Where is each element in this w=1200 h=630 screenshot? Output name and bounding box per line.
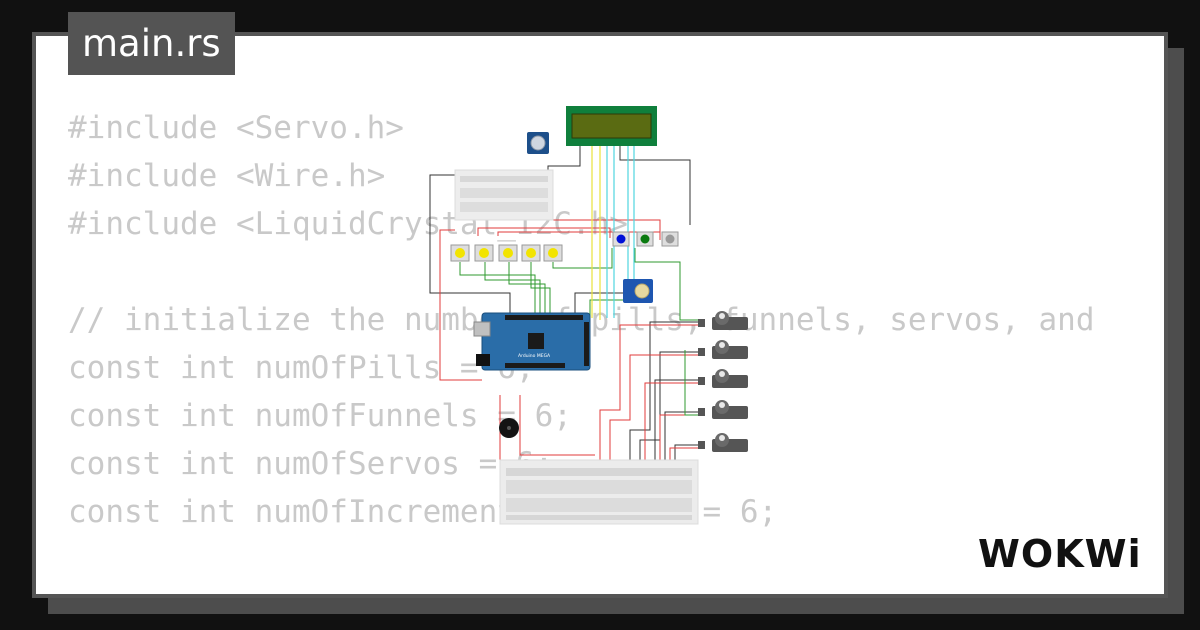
wire: [599, 324, 702, 470]
code-line: #include <Wire.h>: [68, 158, 386, 194]
board-label: Arduino MEGA: [518, 353, 551, 359]
wire: [530, 262, 551, 315]
color-buttons: [612, 231, 679, 247]
wire: [497, 231, 660, 236]
wire: [459, 262, 536, 315]
lcd-display: [566, 106, 657, 146]
wire: [644, 382, 702, 470]
wire: [619, 146, 691, 225]
wokwi-logo: WOKWi: [978, 532, 1142, 576]
code-line: #include <Servo.h>: [68, 110, 404, 146]
wire: [639, 351, 702, 470]
wire: [552, 248, 613, 269]
code-line: // define the pins for each funnel: [68, 584, 1095, 594]
wire: [477, 227, 611, 238]
logo-text: WOKWi: [978, 532, 1142, 576]
upper-breadboard: [454, 169, 554, 221]
yellow-buttons: [450, 244, 563, 262]
code-line: #include <LiquidCrystal_I2C.h>: [68, 206, 628, 242]
rtc-module: [623, 279, 653, 303]
servo: [698, 311, 748, 330]
wire: [519, 395, 595, 456]
potentiometer: [527, 132, 549, 154]
file-tab[interactable]: main.rs: [68, 12, 235, 75]
servo: [698, 400, 748, 419]
lower-breadboard: [499, 459, 699, 525]
wire: [634, 248, 702, 321]
wire: [684, 350, 702, 416]
wire: [609, 354, 702, 470]
wire: [439, 229, 482, 381]
buzzer: [499, 418, 519, 438]
wire: [429, 174, 511, 330]
servo: [698, 340, 748, 359]
servo: [698, 369, 748, 388]
wire: [508, 262, 546, 315]
code-background: #include <Servo.h> #include <Wire.h> #incl…: [68, 104, 1095, 594]
servo: [698, 433, 748, 452]
wire: [484, 262, 541, 315]
code-line: const int numOfFunnels = 6;: [68, 398, 572, 434]
arduino-mega: Arduino MEGA: [473, 312, 591, 371]
code-line: const int numOfPills = 6;: [68, 350, 535, 386]
servos: [698, 311, 748, 452]
wire: [664, 411, 702, 470]
wire: [654, 379, 702, 470]
wire: [629, 321, 702, 470]
wire: [458, 219, 661, 240]
